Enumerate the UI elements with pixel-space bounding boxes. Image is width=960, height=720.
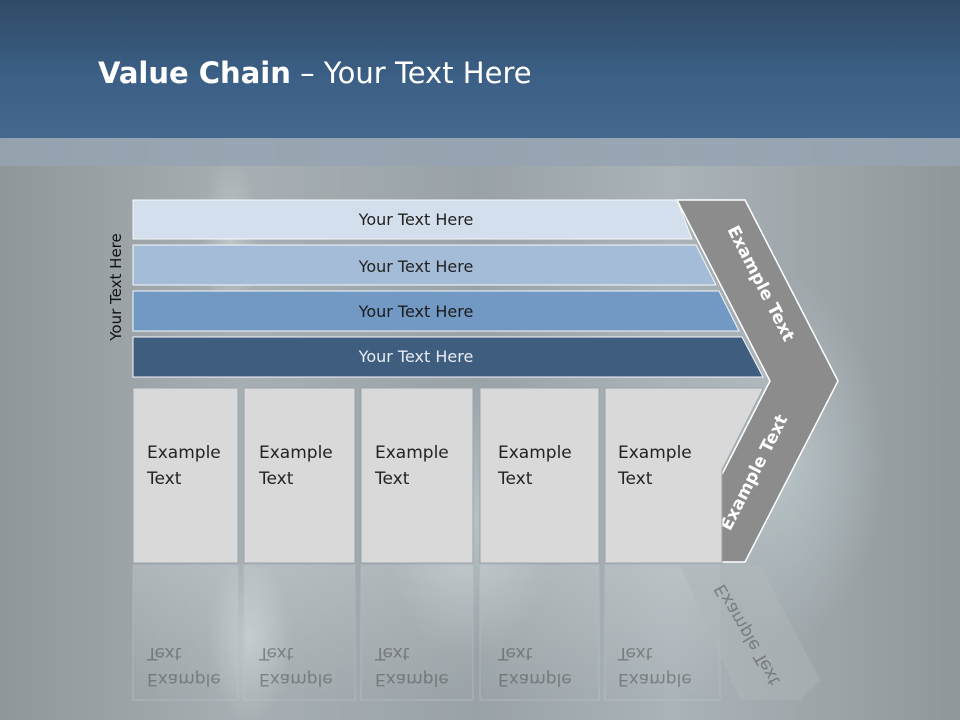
bar-4: Your Text Here: [132, 336, 764, 378]
box-3-shape: [360, 387, 474, 564]
reflection-text-1: Example: [147, 669, 221, 689]
box-5: Example Text: [604, 387, 764, 564]
box-1-line1: Example: [147, 443, 221, 463]
box-reflection-3: [360, 564, 474, 701]
bar-1-shape: [132, 199, 693, 240]
box-reflection-1: [132, 564, 239, 701]
box-reflection-5: [604, 564, 721, 701]
reflection-text-1b: Text: [146, 643, 182, 663]
bar-2-shape: [132, 244, 717, 286]
slide-header: Value Chain – Your Text Here: [0, 0, 960, 138]
chevron-reflection: [680, 565, 820, 700]
box-reflection-4: [479, 564, 600, 701]
reflection-text-5b: Text: [617, 643, 653, 663]
bar-3-label: Your Text Here: [358, 302, 474, 321]
reflection-text-3: Example: [375, 669, 449, 689]
bar-1: Your Text Here: [132, 199, 693, 240]
box-5-line1: Example: [618, 443, 692, 463]
box-1: Example Text: [132, 387, 239, 564]
bar-4-shape: [132, 336, 764, 378]
slide-title: Value Chain – Your Text Here: [98, 56, 532, 90]
box-3-line1: Example: [375, 443, 449, 463]
box-4-line2: Text: [497, 469, 533, 489]
bar-2-label: Your Text Here: [358, 257, 474, 276]
reflection-text-2: Example: [259, 669, 333, 689]
reflection-text-3b: Text: [374, 643, 410, 663]
title-rest: – Your Text Here: [290, 56, 532, 90]
box-2-shape: [243, 387, 356, 564]
box-2-line2: Text: [258, 469, 294, 489]
box-3: Example Text: [360, 387, 474, 564]
box-4-line1: Example: [498, 443, 572, 463]
header-accent-band: [0, 138, 960, 166]
box-3-line2: Text: [374, 469, 410, 489]
reflection-text-2b: Text: [258, 643, 294, 663]
reflection-text-4: Example: [498, 669, 572, 689]
chevron-arrow: [675, 199, 839, 563]
box-reflection-2: [243, 564, 356, 701]
box-1-line2: Text: [146, 469, 182, 489]
bar-3: Your Text Here: [132, 290, 740, 332]
box-5-line2: Text: [617, 469, 653, 489]
title-bold: Value Chain: [98, 56, 291, 90]
bar-3-shape: [132, 290, 740, 332]
bar-1-label: Your Text Here: [358, 210, 474, 229]
box-2-line1: Example: [259, 443, 333, 463]
box-1-shape: [132, 387, 239, 564]
bar-4-label: Your Text Here: [358, 347, 474, 366]
box-5-shape: [604, 387, 764, 564]
reflection-text-4b: Text: [497, 643, 533, 663]
box-4: Example Text: [479, 387, 600, 564]
box-4-shape: [479, 387, 600, 564]
reflection-group: Example Text Example Text Example Text E…: [132, 564, 820, 701]
reflection-text-5: Example: [618, 669, 692, 689]
box-2: Example Text: [243, 387, 356, 564]
bar-2: Your Text Here: [132, 244, 717, 286]
